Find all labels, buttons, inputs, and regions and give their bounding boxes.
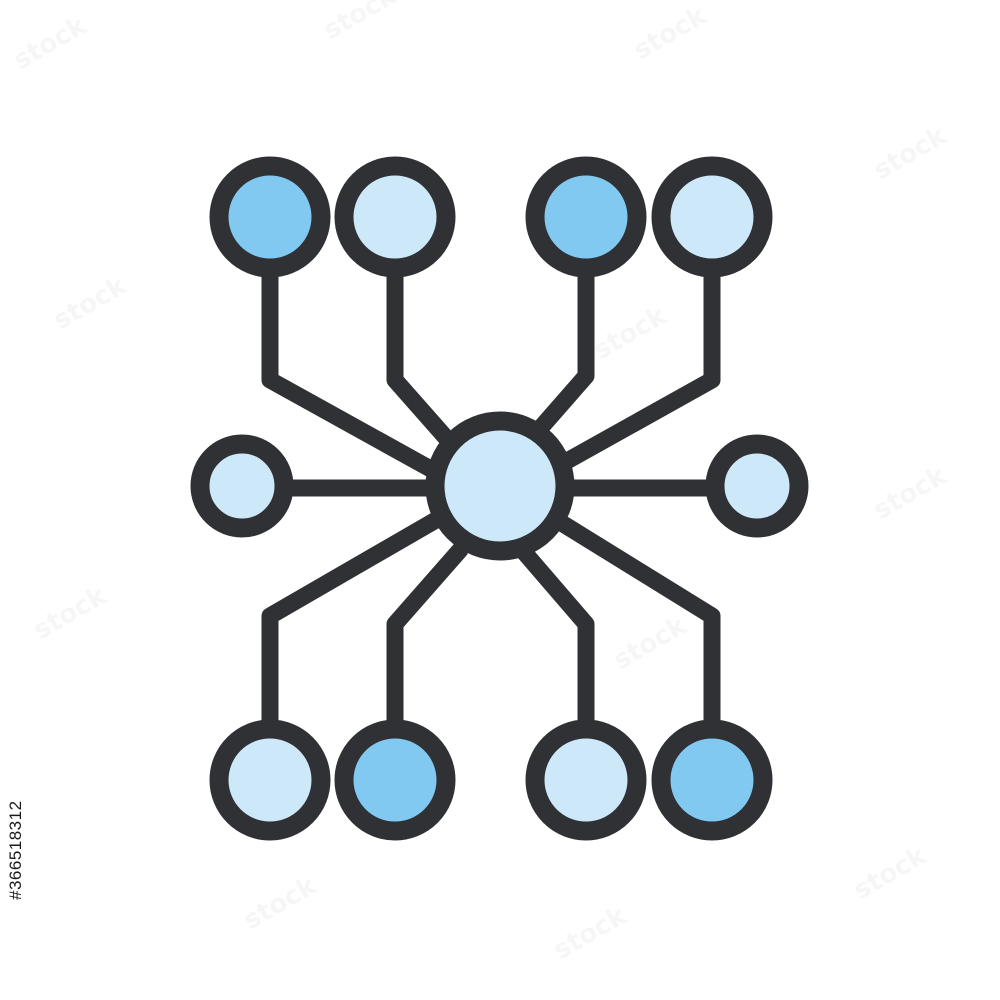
node-bottom-2 — [334, 719, 456, 841]
connector-bottom-1 — [261, 511, 445, 737]
connector-bottom-2 — [386, 541, 469, 737]
node-left — [190, 434, 294, 538]
hub-node — [425, 411, 575, 561]
connector-top-3 — [521, 259, 595, 449]
stock-image-id: #366518312 — [6, 800, 25, 900]
node-top-2 — [334, 156, 456, 278]
connector-top-1 — [261, 259, 445, 481]
connector-bottom-4 — [551, 513, 721, 737]
connector-top-2 — [386, 259, 464, 457]
node-right — [705, 434, 809, 538]
node-top-4 — [651, 156, 773, 278]
node-bottom-1 — [209, 719, 331, 841]
node-bottom-3 — [525, 719, 647, 841]
node-top-1 — [209, 156, 331, 278]
connector-lines — [261, 259, 721, 737]
connector-top-4 — [549, 259, 721, 475]
node-top-3 — [525, 156, 647, 278]
node-bottom-4 — [651, 719, 773, 841]
connector-bottom-3 — [515, 543, 595, 737]
